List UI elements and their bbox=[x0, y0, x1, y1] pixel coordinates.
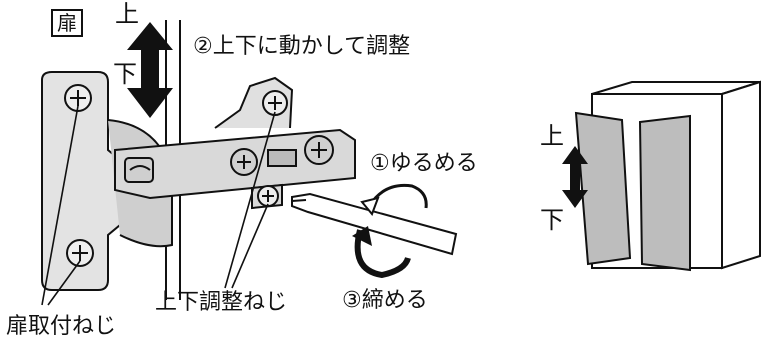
cabinet-door-left bbox=[574, 111, 632, 266]
cabinet-door-right bbox=[638, 114, 691, 272]
up-down-adjust-arrow-icon bbox=[127, 22, 173, 118]
arm-screw-left-icon bbox=[230, 148, 258, 176]
leader-lines-door-mount-screw bbox=[41, 105, 81, 306]
arm-screw-right-icon bbox=[304, 135, 334, 165]
door-mount-screw-bottom-icon bbox=[66, 239, 94, 267]
up-label: 上 bbox=[115, 0, 139, 28]
loosen-rotation-arrow-icon bbox=[360, 183, 428, 216]
tighten-rotation-arrow-icon bbox=[352, 226, 411, 279]
adjust-screw-label: 上下調整ねじ bbox=[155, 290, 288, 315]
cabinet-up-label: 上 bbox=[540, 122, 564, 150]
door-mount-screw-label: 扉取付ねじ bbox=[6, 314, 117, 339]
cabinet-down-label: 下 bbox=[540, 206, 564, 234]
screwdriver-icon bbox=[291, 192, 458, 256]
adjust-screw-top-icon bbox=[262, 90, 288, 116]
leader-lines-adjust-screw bbox=[224, 111, 276, 289]
step2-adjust-label: ②上下に動かして調整 bbox=[193, 34, 411, 59]
down-label: 下 bbox=[113, 60, 137, 88]
step3-tighten-label: ③締める bbox=[342, 288, 428, 313]
door-mount-screw-top-icon bbox=[64, 84, 92, 112]
step1-loosen-label: ①ゆるめる bbox=[370, 151, 478, 176]
door-label: 扉 bbox=[51, 9, 83, 37]
adjust-screw-bottom-icon bbox=[251, 183, 283, 210]
cabinet-up-down-arrow-icon bbox=[562, 146, 588, 208]
